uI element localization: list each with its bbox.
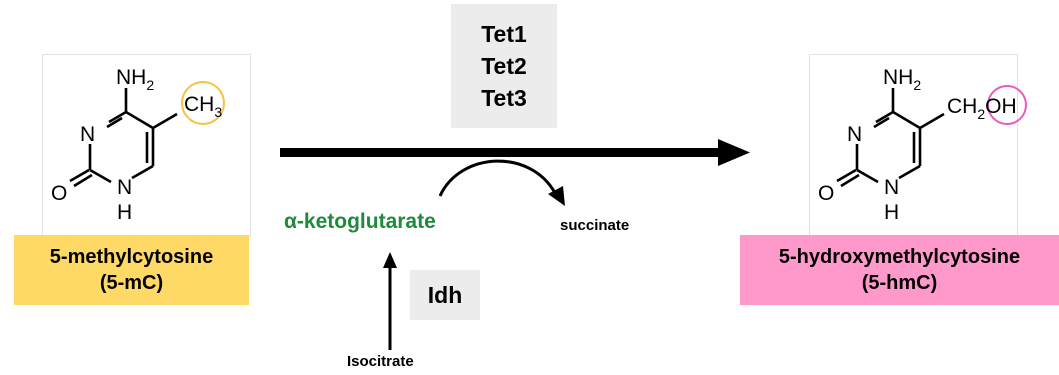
methylcytosine-label: 5-methylcytosine (5-mC) bbox=[14, 235, 249, 305]
left-nh-label: N bbox=[117, 176, 132, 199]
succinate-arrowhead bbox=[548, 186, 565, 206]
left-ring-n-label: N bbox=[80, 123, 95, 146]
idh-label: Idh bbox=[427, 281, 463, 308]
succinate-label: succinate bbox=[560, 217, 630, 234]
methyl-group-label: CH3 bbox=[184, 93, 222, 120]
left-nh2-label: NH2 bbox=[116, 66, 154, 93]
hydroxymethylcytosine-label: 5-hydroxymethylcytosine (5-hmC) bbox=[740, 235, 1059, 305]
hydroxymethyl-group-label: CH2OH bbox=[947, 95, 1017, 122]
idh-enzyme-box: Idh bbox=[410, 270, 480, 320]
left-molecule-structure: NH2 N O N H CH3 bbox=[42, 54, 251, 237]
enzyme-tet3: Tet3 bbox=[481, 85, 527, 111]
methyl-highlight-circle bbox=[181, 81, 225, 125]
right-molecule-structure: NH2 N O N H CH2OH bbox=[809, 54, 1027, 237]
right-oxygen-label: O bbox=[818, 182, 834, 205]
hydroxymethylcytosine-name: 5-hydroxymethylcytosine bbox=[778, 246, 1021, 268]
hydroxyl-highlight-circle bbox=[987, 85, 1027, 125]
methylcytosine-name: 5-methylcytosine bbox=[49, 246, 214, 268]
left-oxygen-label: O bbox=[51, 182, 67, 205]
enzyme-tet2: Tet2 bbox=[481, 53, 527, 79]
right-nh2-label: NH2 bbox=[883, 66, 921, 93]
alpha-ketoglutarate-label: α-ketoglutarate bbox=[284, 210, 436, 233]
cosubstrate-curved-arrow bbox=[438, 159, 557, 197]
enzyme-tet1: Tet1 bbox=[481, 21, 527, 47]
isocitrate-label: Isocitrate bbox=[347, 353, 414, 370]
right-nh-label: N bbox=[884, 176, 899, 199]
methylcytosine-abbrev: (5-mC) bbox=[99, 272, 164, 294]
left-h-label: H bbox=[117, 201, 132, 224]
tet-enzymes-box: Tet1 Tet2 Tet3 bbox=[451, 4, 557, 128]
right-ring-n-label: N bbox=[847, 123, 862, 146]
isocitrate-arrowhead bbox=[383, 252, 397, 268]
main-reaction-arrow bbox=[280, 139, 750, 166]
hydroxymethylcytosine-abbrev: (5-hmC) bbox=[861, 272, 938, 294]
right-h-label: H bbox=[884, 201, 899, 224]
